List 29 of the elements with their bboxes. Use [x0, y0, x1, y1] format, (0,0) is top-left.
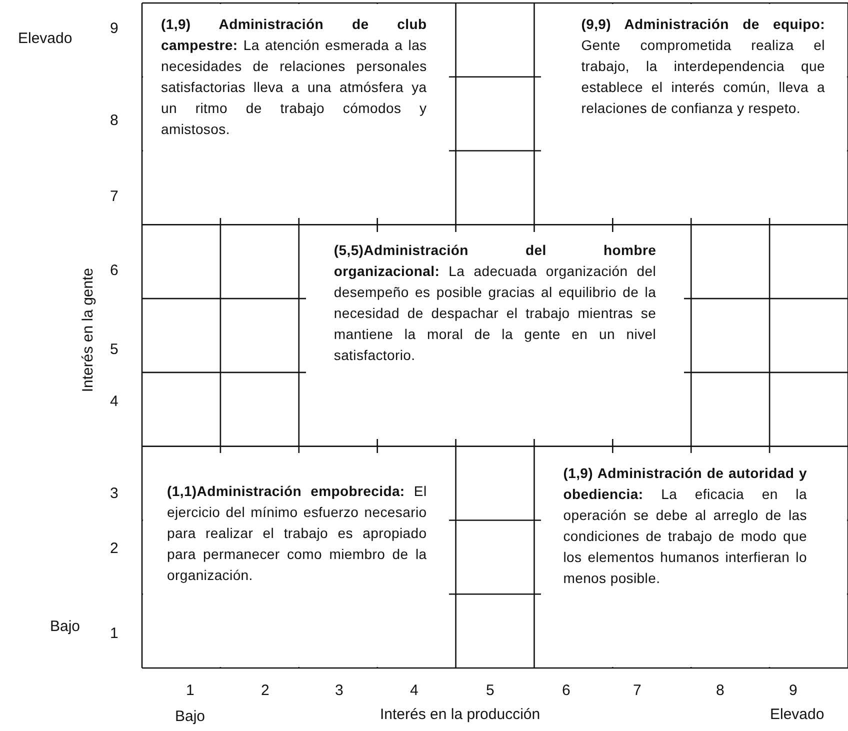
- axis-end-label: Bajo: [175, 708, 206, 725]
- axis-end-label: Bajo: [50, 618, 80, 635]
- quadrant-description: (1,1)Administración empobrecida: El ejercicio del mínimo esfuerzo necesario para realizar el trabajo es apropiado para permanecer como miembro de la organización.: [167, 482, 427, 586]
- axis-title: Interés en la gente: [80, 268, 96, 392]
- axis-end-label: Elevado: [18, 30, 72, 47]
- axis-tick-label: 2: [261, 682, 270, 699]
- axis-tick-label: 4: [110, 393, 118, 410]
- axis-title: Interés en la producción: [380, 706, 540, 723]
- axis-tick-label: 5: [110, 341, 118, 358]
- axis-tick-label: 6: [110, 262, 118, 279]
- axis-tick-label: 3: [335, 682, 344, 699]
- axis-tick-label: 4: [410, 682, 418, 699]
- quadrant-description: (5,5)Administración del hombre organizacional: La adecuada organización del desempeño es posible gracias al equilibrio de la necesidad de despachar el trabajo mientras se mantiene la moral de la gente en un nivel satisfactorio.: [334, 240, 656, 365]
- axis-tick-label: 1: [186, 682, 194, 699]
- axis-tick-label: 1: [110, 625, 118, 642]
- axis-tick-label: 7: [110, 188, 118, 205]
- axis-tick-label: 9: [789, 682, 798, 699]
- axis-tick-label: 3: [110, 485, 118, 502]
- axis-tick-label: 6: [562, 682, 570, 699]
- axis-tick-label: 8: [716, 682, 724, 699]
- quadrant-description: (1,9) Administración de club campestre: La atención esmerada a las necesidades de relaciones personales satisfactorias lleva a una atmósfera ya un ritmo de trabajo cómodos y amistosos.: [161, 15, 427, 139]
- axis-tick-label: 9: [110, 20, 118, 37]
- axis-tick-label: 7: [633, 682, 642, 699]
- axis-tick-label: 5: [486, 682, 494, 699]
- axis-tick-label: 2: [110, 540, 118, 557]
- quadrant-description: (1,9) Administración de autoridad y obediencia: La eficacia en la operación se debe al arreglo de las condiciones de trabajo de modo que los elementos humanos interfieran lo menos posible.: [563, 464, 807, 588]
- axis-end-label: Elevado: [770, 706, 824, 723]
- axis-tick-label: 8: [110, 112, 118, 129]
- quadrant-description: (9,9) Administración de equipo: Gente comprometida realiza el trabajo, la interdependencia que establece el interés común, lleva a relaciones de confianza y respeto.: [581, 15, 825, 118]
